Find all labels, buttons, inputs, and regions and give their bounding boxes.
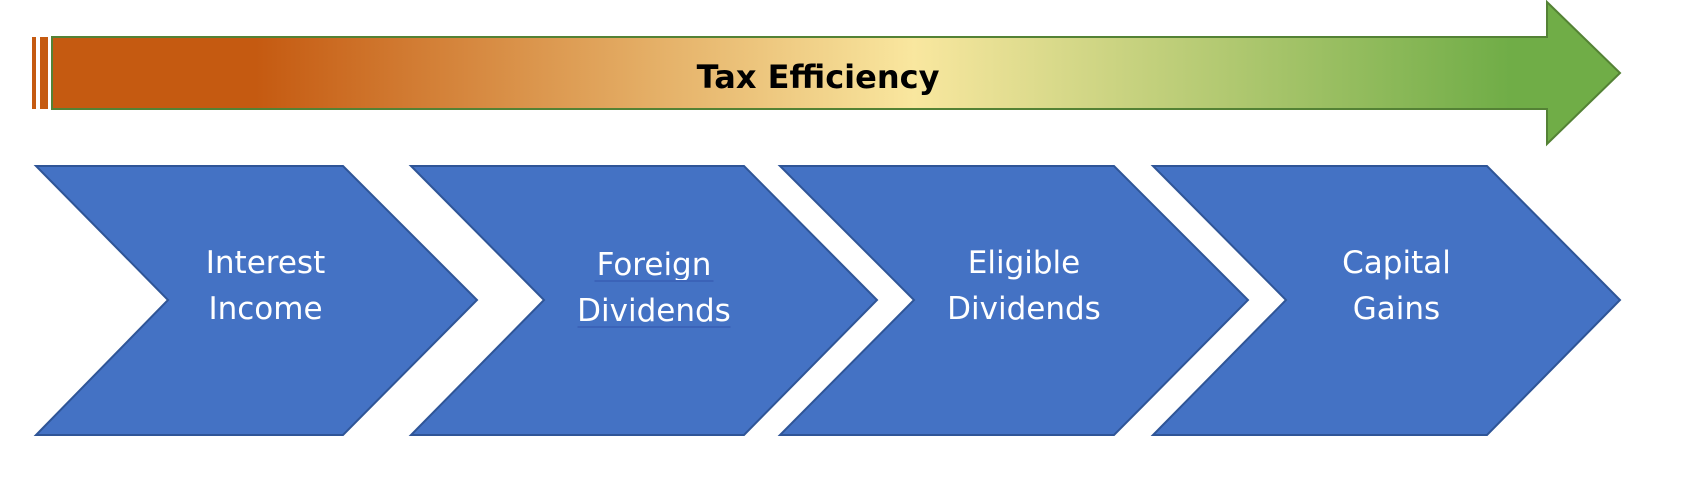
step-label-line1: Foreign bbox=[597, 247, 712, 283]
step-label-line2: Income bbox=[208, 291, 322, 327]
chevron-shape bbox=[408, 165, 879, 436]
step-label-line1: Interest bbox=[206, 245, 325, 281]
chevron-shape bbox=[33, 165, 479, 436]
arrow-tail-stripe bbox=[32, 37, 36, 109]
arrow-body bbox=[51, 0, 1622, 147]
step-label-line2: Dividends bbox=[577, 293, 731, 329]
step-label-line2: Dividends bbox=[947, 291, 1101, 327]
step-label-line1: Capital bbox=[1342, 245, 1451, 281]
chevron-shape bbox=[777, 165, 1250, 436]
step-chevrons: InterestIncomeForeignDividendsEligibleDi… bbox=[33, 165, 1622, 436]
tax-efficiency-arrow: Tax Efficiency bbox=[32, 0, 1622, 147]
step-label-line2: Gains bbox=[1353, 291, 1440, 327]
arrow-tail-stripe bbox=[40, 37, 48, 109]
step-label-line1: Eligible bbox=[968, 245, 1080, 281]
arrow-title: Tax Efficiency bbox=[697, 58, 940, 96]
chevron-shape bbox=[1150, 165, 1622, 436]
